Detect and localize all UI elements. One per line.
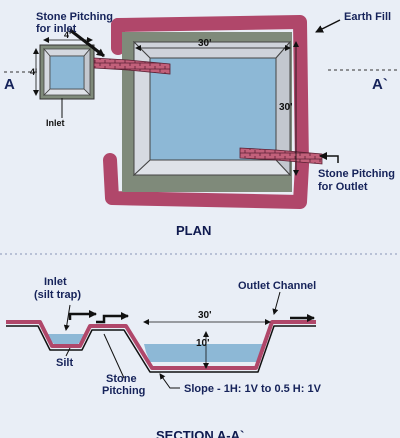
leader-stone-outlet [319, 152, 339, 163]
label-stone-pitching-inlet-2: for inlet [36, 23, 77, 35]
pond-rim-bottom [132, 159, 292, 176]
plan-view: Stone Pitching for inlet Earth Fill Ston… [4, 11, 398, 238]
label-slope: Slope - 1H: 1V to 0.5 H: 1V [184, 383, 322, 395]
leader-slope [159, 373, 180, 389]
leader-stone-inlet [69, 28, 105, 58]
leader-stone-pitching [103, 333, 125, 379]
label-section-a-prime: A` [372, 76, 388, 93]
inlet-rim-left [43, 47, 51, 96]
stone-pitching-outlet [239, 147, 323, 165]
section-stone-lining [6, 320, 316, 370]
inlet-rim-right [83, 47, 91, 96]
leader-silt [65, 347, 71, 357]
flow-arrow-inlet [68, 310, 97, 320]
inlet-rim-top [43, 48, 91, 57]
section-title: SECTION A-A` [156, 428, 244, 438]
dim-inlet-width: 4' [64, 30, 71, 40]
pond-rim-top [132, 41, 292, 59]
section-ground-line [6, 325, 316, 373]
stone-pitching-inlet [93, 57, 171, 75]
label-stone-pitching-outlet-1: Stone Pitching [318, 168, 395, 180]
dim-pond-width: 30' [198, 38, 212, 49]
label-section-inlet-1: Inlet [44, 276, 67, 288]
label-section-a: A [4, 76, 15, 93]
leader-outlet-channel [272, 291, 281, 315]
section-inlet-water [44, 334, 88, 344]
label-stone-pitching-inlet-1: Stone Pitching [36, 11, 113, 23]
leader-earth-fill [315, 19, 341, 33]
inlet-water [49, 55, 85, 90]
pond-water [149, 57, 277, 161]
dim-section-width: 30' [198, 310, 212, 321]
label-inlet: Inlet [46, 118, 65, 128]
label-silt: Silt [56, 357, 73, 369]
inlet-rim-bottom [43, 88, 91, 96]
label-outlet-channel: Outlet Channel [238, 280, 316, 292]
label-stone-pitching-1: Stone [106, 373, 137, 385]
flow-arrow-channel [96, 312, 129, 324]
leader-section-inlet [63, 304, 71, 331]
plan-title: PLAN [176, 223, 211, 238]
label-section-inlet-2: (silt trap) [34, 289, 81, 301]
dim-inlet-height: 4' [30, 67, 37, 77]
label-stone-pitching-outlet-2: for Outlet [318, 181, 368, 193]
section-view: Inlet (silt trap) Outlet Channel Silt St… [6, 276, 322, 438]
dim-pond-height: 30' [279, 102, 293, 113]
dim-section-depth: 10' [196, 338, 210, 349]
earth-fill-embankment [103, 15, 309, 209]
label-stone-pitching-2: Pitching [102, 385, 145, 397]
label-earth-fill: Earth Fill [344, 11, 391, 23]
